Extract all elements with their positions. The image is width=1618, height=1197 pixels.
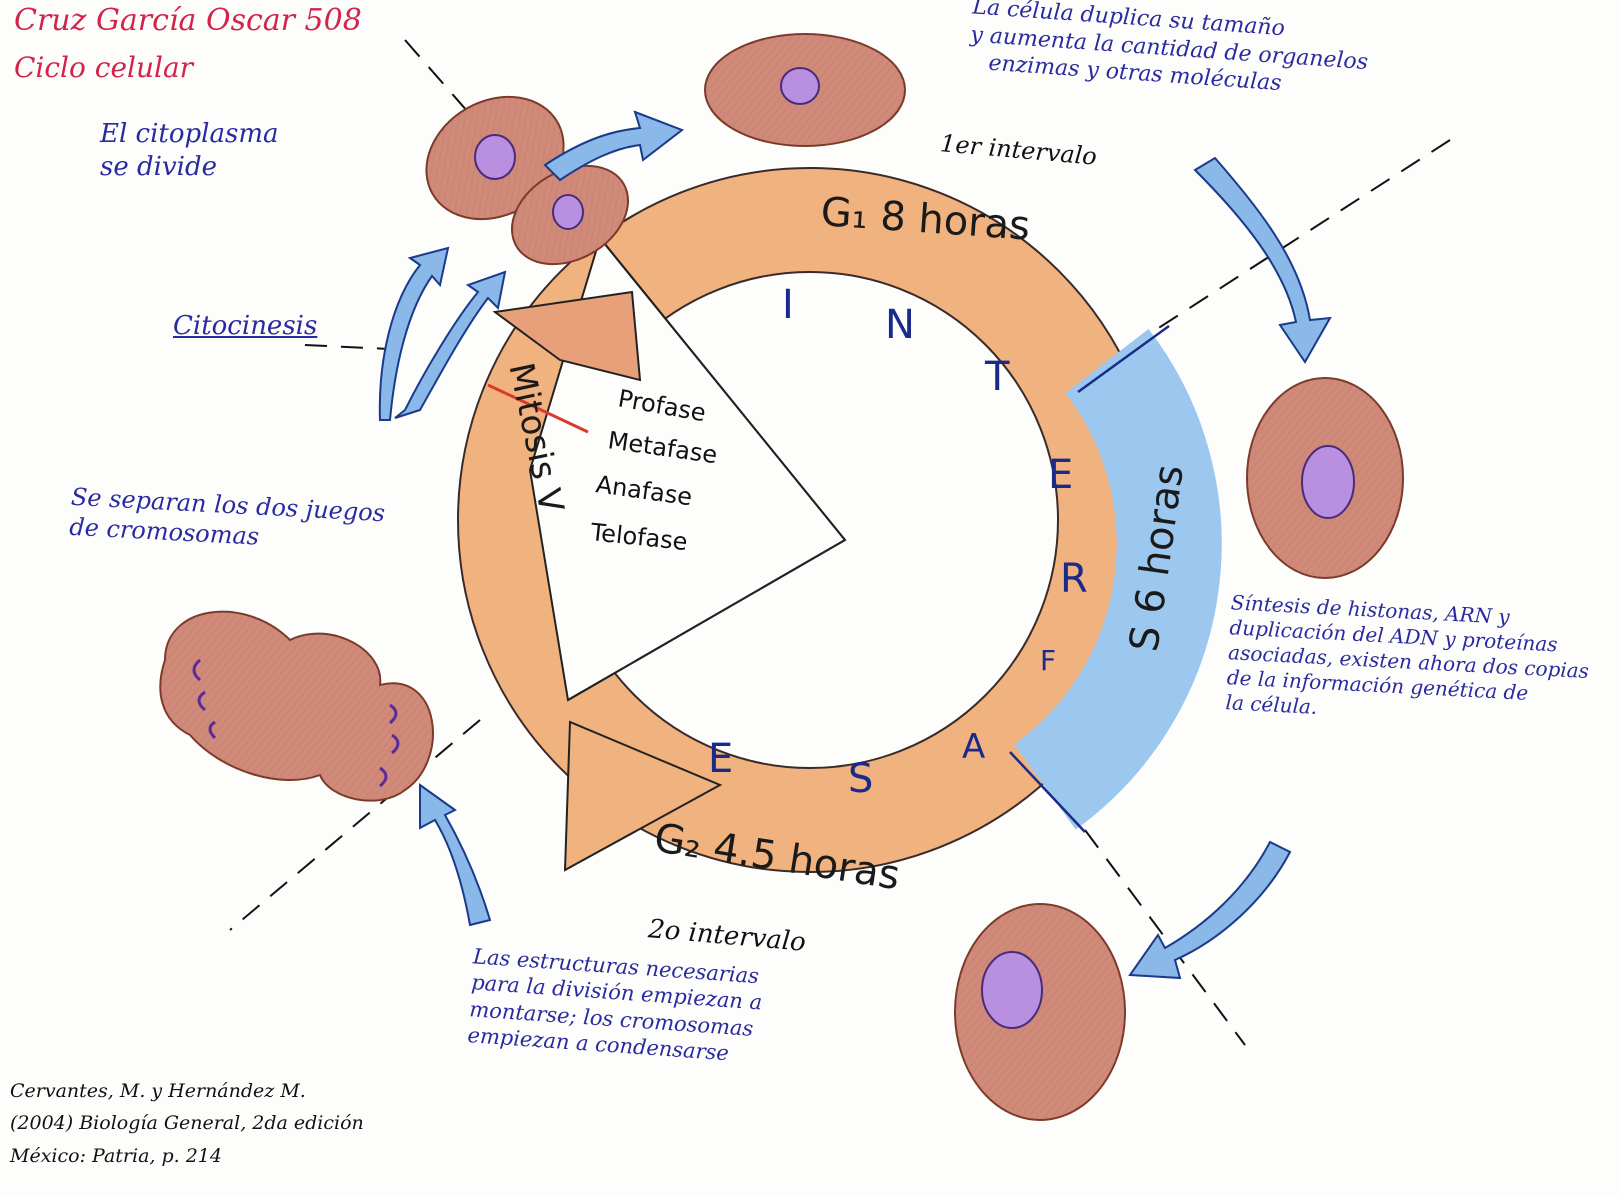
s-note: Síntesis de histonas, ARN y duplicación …: [1225, 590, 1590, 719]
diagram-title: Ciclo celular: [14, 51, 194, 84]
nucleus: [780, 67, 820, 105]
arrow-to-anafase-cell: [419, 783, 492, 927]
cell-g1: [704, 33, 906, 147]
citocinesis-line: [487, 383, 589, 434]
svg-text:S: S: [848, 756, 873, 802]
svg-text:E: E: [708, 736, 733, 782]
transition-arrows: [378, 110, 1332, 980]
arrow-citocinesis-2: [394, 270, 507, 419]
interfase-letters: I N T E R F A S E: [708, 282, 1088, 802]
cell-s: [1246, 377, 1404, 579]
svg-text:A: A: [962, 727, 985, 767]
svg-text:T: T: [984, 354, 1010, 400]
s-phase-segment: [1013, 329, 1222, 830]
g2-arrowhead: [563, 720, 723, 872]
arrow-citocinesis-1: [378, 246, 450, 421]
nucleus: [1301, 445, 1355, 519]
nucleus: [474, 134, 516, 180]
citoplasma-note: El citoplasma se divide: [100, 119, 279, 182]
citocinesis-label: Citocinesis: [173, 311, 318, 341]
author-name: Cruz García Oscar 508: [14, 3, 362, 38]
cell-dividing-1: [425, 95, 565, 221]
arrow-to-g1-cell: [543, 110, 685, 182]
arrow-to-s-cell: [1193, 156, 1332, 364]
svg-text:I: I: [782, 282, 794, 328]
cycle-ring: [457, 167, 1163, 873]
cell-g2: [954, 903, 1126, 1121]
nucleus: [552, 194, 584, 230]
cell-dividing-2: [510, 164, 630, 266]
arrow-to-g2-cell: [1128, 840, 1292, 980]
citation: Cervantes, M. y Hernández M. (2004) Biol…: [10, 1080, 364, 1167]
mitosis-arrowhead: [492, 290, 642, 382]
svg-text:E: E: [1048, 452, 1073, 498]
svg-text:F: F: [1040, 644, 1056, 677]
chromosomes: [192, 658, 400, 788]
nucleus: [981, 951, 1043, 1029]
svg-text:R: R: [1060, 556, 1088, 602]
svg-text:N: N: [885, 302, 915, 348]
cell-anafase: [159, 610, 434, 802]
